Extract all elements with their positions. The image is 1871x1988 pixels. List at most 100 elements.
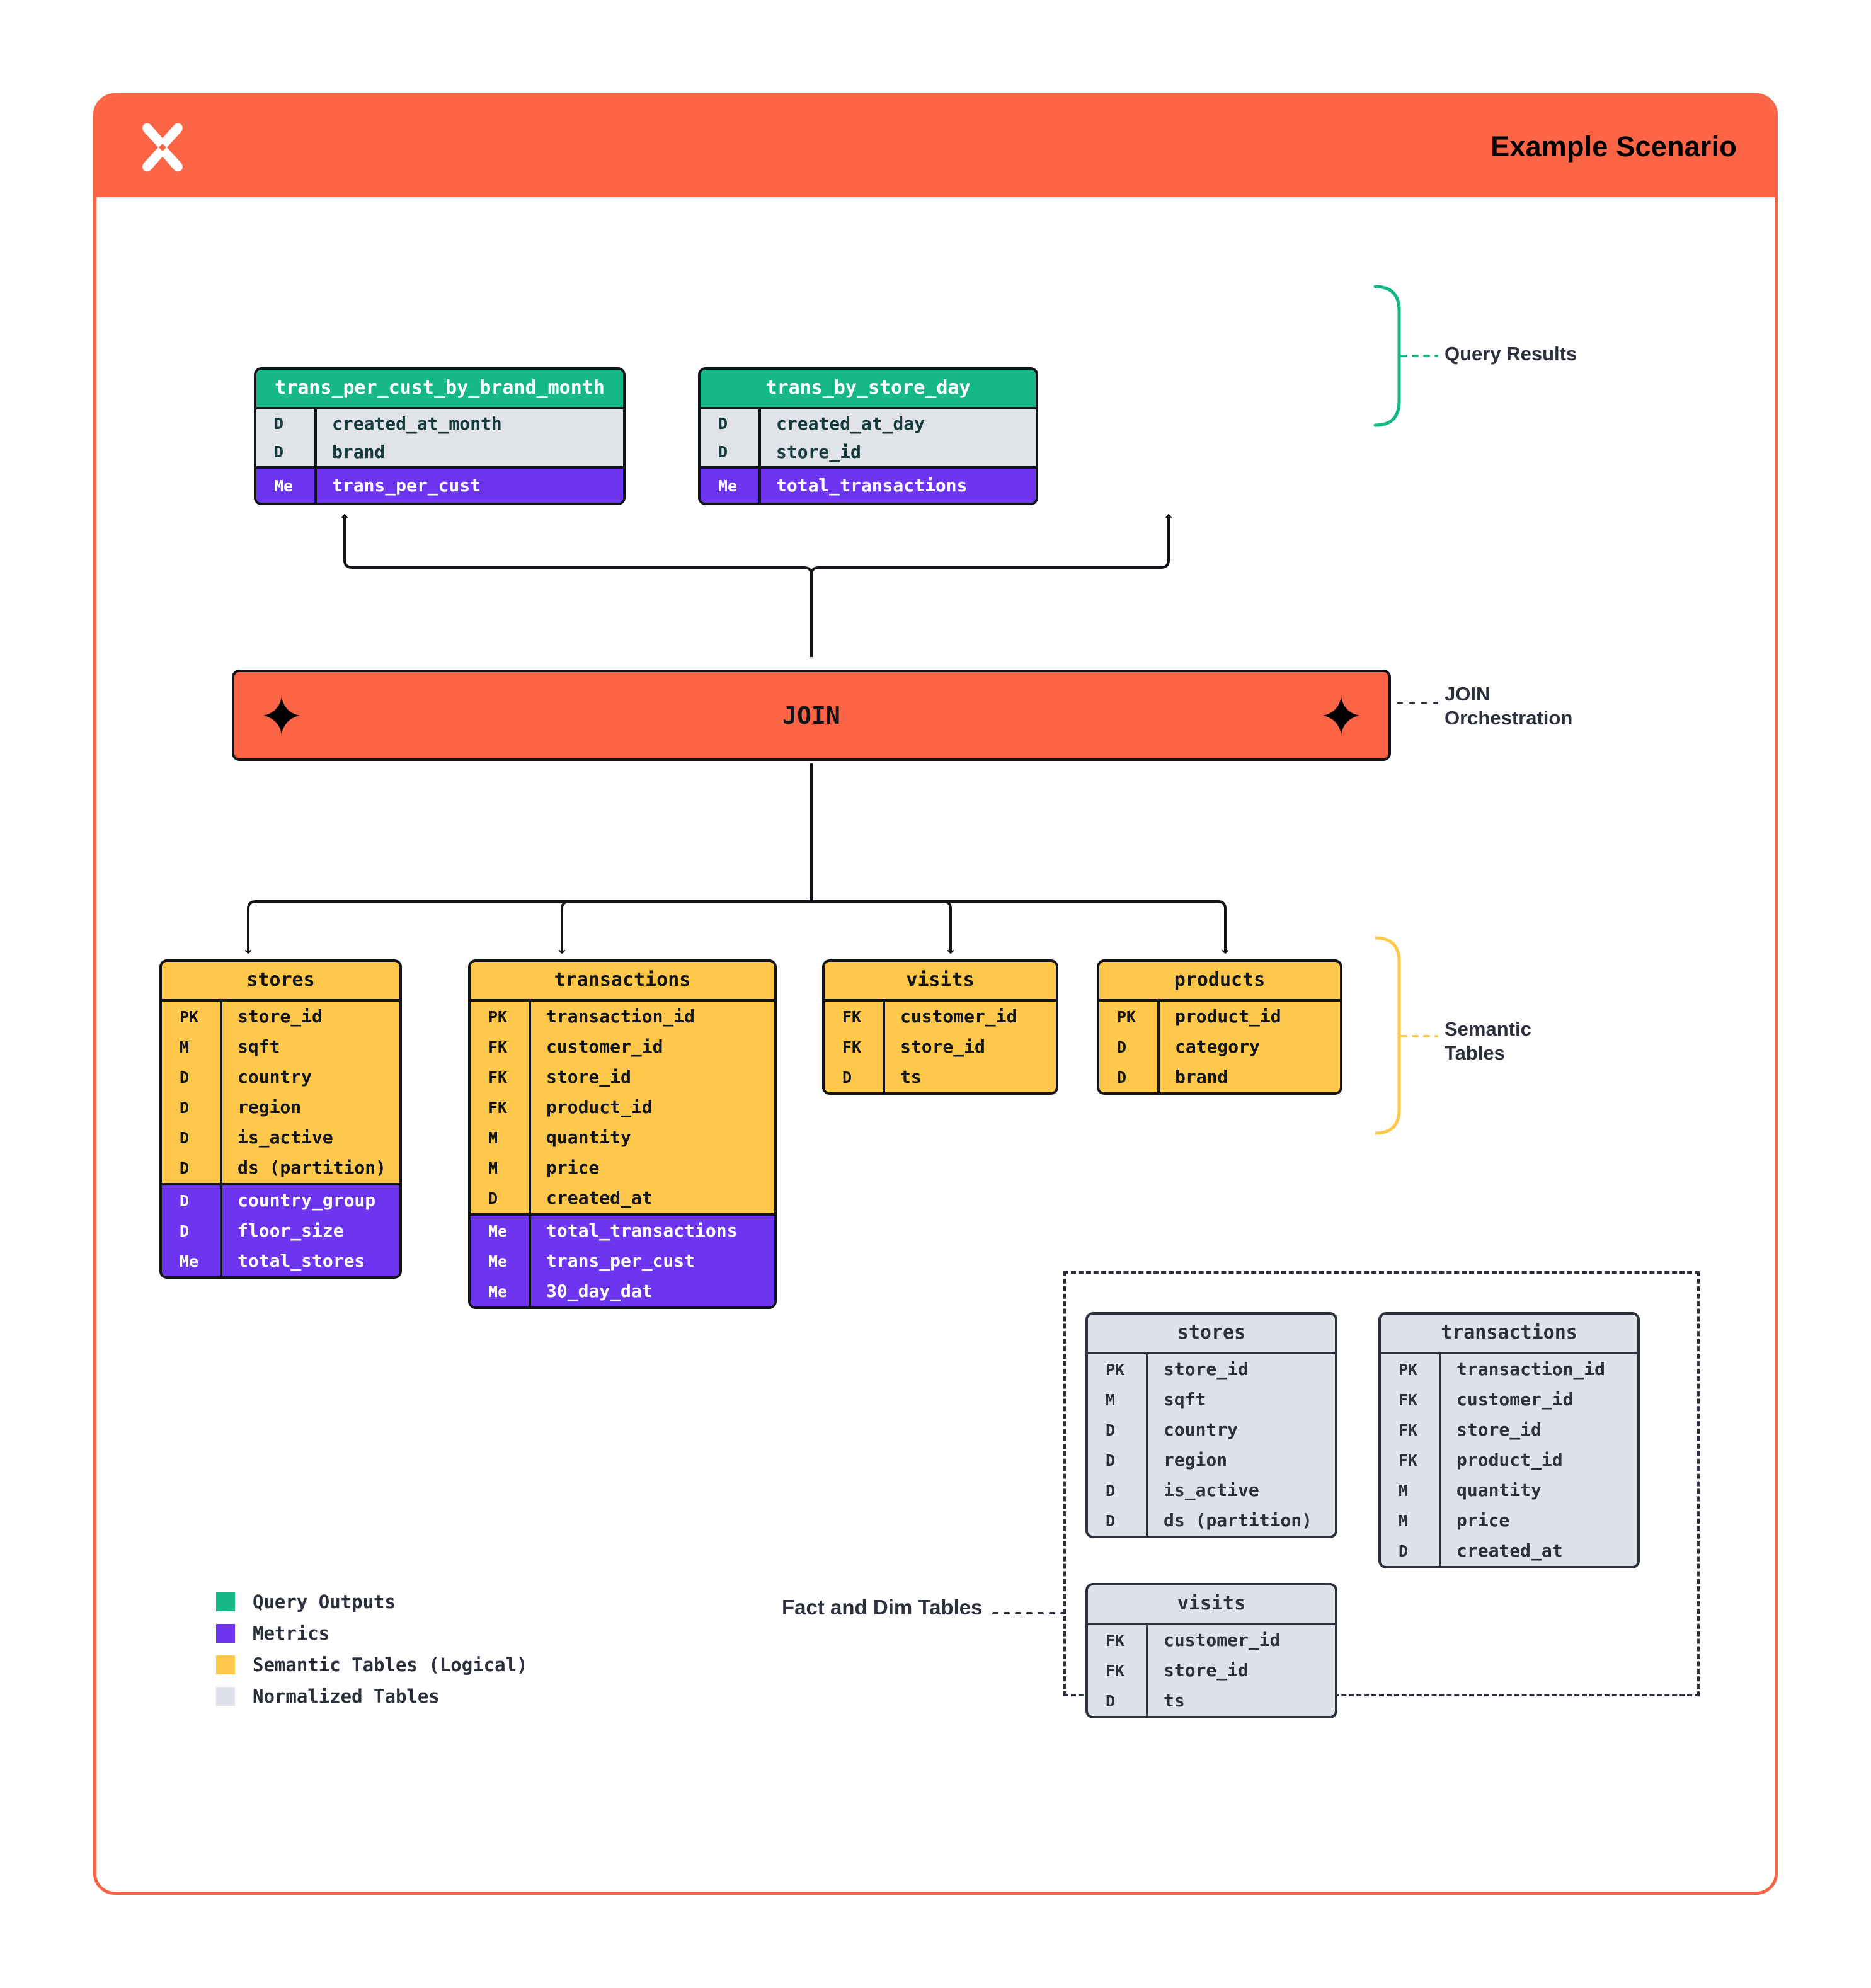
table-row: Me total_transactions [701,469,1036,503]
col-field: customer_id [900,1006,1017,1027]
column-divider [1146,1445,1148,1475]
col-field: trans_per_cust [546,1250,695,1271]
column-divider [529,1032,531,1062]
col-field: store_id [776,441,861,462]
column-divider [1157,1062,1160,1092]
legend-label: Normalized Tables [253,1686,440,1707]
col-key: D [180,1068,190,1087]
col-key: PK [1117,1007,1136,1026]
legend-label: Metrics [253,1623,330,1644]
column-divider [220,1185,222,1216]
col-key: FK [488,1037,508,1056]
col-key: D [1399,1541,1409,1560]
query-result-table-trans-per-cust-by-brand-month[interactable]: trans_per_cust_by_brand_month D created_… [254,367,626,505]
column-divider [314,438,317,466]
col-field: customer_id [1456,1389,1574,1410]
column-divider [1439,1445,1441,1475]
annotation-line: Semantic [1445,1018,1531,1040]
butterfly-x-logo-icon [142,123,183,172]
query-result-table-trans-by-store-day[interactable]: trans_by_store_day D created_at_day D st… [698,367,1038,505]
col-field: store_id [1456,1419,1542,1440]
col-key: Me [488,1221,508,1240]
table-title: transactions [1381,1315,1637,1352]
col-key: D [718,414,728,433]
legend-item: Semantic Tables (Logical) [216,1649,528,1681]
table-row: PK product_id [1099,1002,1340,1032]
table-title: trans_per_cust_by_brand_month [256,370,623,407]
col-field: category [1175,1036,1260,1057]
annotation-query-results: Query Results [1445,343,1577,365]
col-field: is_active [1164,1480,1259,1500]
col-field: store_id [1164,1660,1249,1681]
column-divider [1146,1625,1148,1655]
legend-label: Query Outputs [253,1591,396,1613]
col-key: PK [488,1007,508,1026]
column-divider [883,1002,885,1032]
column-divider [529,1062,531,1092]
join-orchestration-bar[interactable]: JOIN [232,670,1391,761]
col-key: D [180,1128,190,1147]
table-title: trans_by_store_day [701,370,1036,407]
sparkle-icon [263,696,300,734]
legend-swatch [216,1624,235,1643]
dimension-group: D created_at_month D brand [256,407,623,466]
col-field: customer_id [1164,1630,1281,1650]
column-divider [529,1246,531,1276]
column-divider [220,1246,222,1276]
column-divider [883,1032,885,1062]
column-divider [220,1123,222,1153]
column-divider [1146,1415,1148,1445]
legend-label: Semantic Tables (Logical) [253,1654,528,1676]
table-row: D created_at_day [701,409,1036,438]
col-key: M [488,1158,498,1177]
column-divider [1439,1475,1441,1505]
col-field: store_id [546,1066,631,1087]
col-field: sqft [237,1036,280,1057]
metric-group: Me trans_per_cust [256,466,623,503]
col-field: ds (partition) [237,1157,387,1178]
legend-item: Normalized Tables [216,1681,528,1712]
legend-swatch [216,1592,235,1611]
column-divider [529,1153,531,1183]
column-divider [529,1002,531,1032]
column-divider [529,1183,531,1213]
col-key: FK [1399,1451,1418,1470]
table-row: Me trans_per_cust [256,469,623,503]
fact-and-dim-group-box [1063,1271,1700,1696]
col-key: PK [180,1007,199,1026]
col-field: brand [332,441,386,462]
column-divider [758,409,761,438]
col-key: M [488,1128,498,1147]
col-field: product_id [1175,1006,1281,1027]
col-key: D [1117,1037,1127,1056]
col-key: D [180,1098,190,1117]
legend-swatch [216,1687,235,1706]
dimension-group: D created_at_day D store_id [701,407,1036,466]
col-field: created_at [1456,1540,1563,1561]
legend: Query Outputs Metrics Semantic Tables (L… [216,1586,528,1712]
col-field: region [1164,1449,1228,1470]
column-divider [220,1062,222,1092]
